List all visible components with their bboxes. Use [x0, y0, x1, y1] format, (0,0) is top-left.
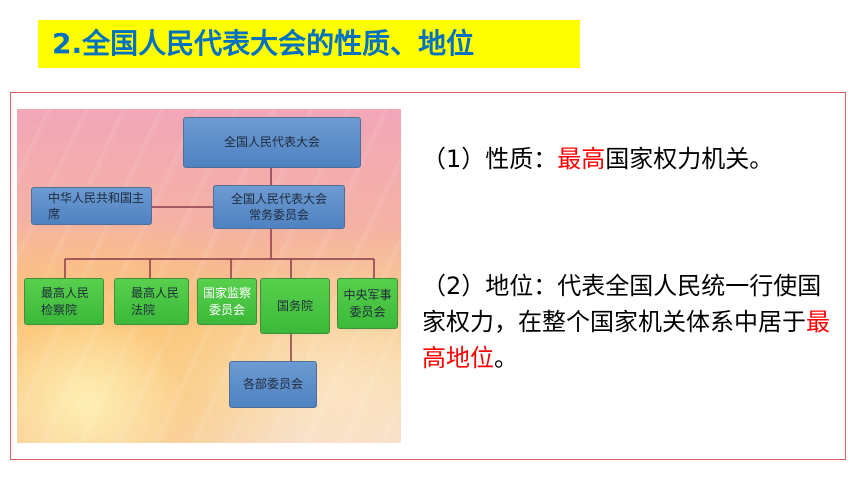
state-council-label: 国务院 — [276, 298, 313, 313]
president-box: 中华人民共和国主席 — [31, 187, 152, 225]
state-council-box: 国务院 — [260, 278, 330, 334]
procuratorate-label-line1: 最高人民 — [41, 286, 90, 301]
nature-suffix: 国家权力机关。 — [605, 145, 774, 173]
procuratorate-box: 最高人民 检察院 — [24, 278, 104, 325]
ministries-label: 各部委员会 — [242, 377, 303, 392]
standing-committee-box: 全国人民代表大会 常务委员会 — [213, 185, 345, 229]
standing-label-line1: 全国人民代表大会 — [230, 191, 327, 206]
org-chart-connectors — [64, 168, 375, 361]
org-chart: 全国人民代表大会 全国人民代表大会 常务委员会 中华人民共和国主席 最高人民 检… — [17, 109, 401, 443]
status-prefix: （2）地位：代表全国人民统一行使国家权力，在整个国家机关体系中居于 — [422, 272, 822, 336]
president-label: 中华人民共和国主席 — [48, 190, 145, 221]
standing-label-line2: 常务委员会 — [248, 208, 309, 222]
nature-highlight: 最高 — [557, 145, 606, 173]
status-statement: （2）地位：代表全国人民统一行使国家权力，在整个国家机关体系中居于最高地位。 — [422, 268, 832, 376]
nature-statement: （1）性质：最高国家权力机关。 — [422, 139, 773, 174]
military-commission-box: 中央军事 委员会 — [337, 278, 398, 329]
court-label-line1: 最高人民 — [131, 286, 180, 301]
npc-box: 全国人民代表大会 — [183, 117, 361, 168]
status-highlight: 最高地位 — [422, 308, 830, 372]
status-suffix: 。 — [494, 344, 518, 372]
military-label-line1: 中央军事 — [343, 288, 392, 303]
supervision-label-line2: 委员会 — [208, 302, 245, 317]
court-box: 最高人民 法院 — [114, 278, 189, 325]
nature-prefix: （1）性质： — [422, 145, 558, 173]
court-label-line2: 法院 — [131, 302, 156, 317]
page-title: 2.全国人民代表大会的性质、地位 — [38, 20, 580, 68]
npc-label: 全国人民代表大会 — [223, 135, 320, 150]
content-frame — [10, 92, 846, 460]
supervision-commission-box: 国家监察 委员会 — [197, 278, 257, 325]
military-label-line2: 委员会 — [349, 304, 386, 319]
supervision-label-line1: 国家监察 — [202, 286, 251, 301]
ministries-box: 各部委员会 — [229, 361, 317, 408]
procuratorate-label-line2: 检察院 — [41, 302, 78, 317]
